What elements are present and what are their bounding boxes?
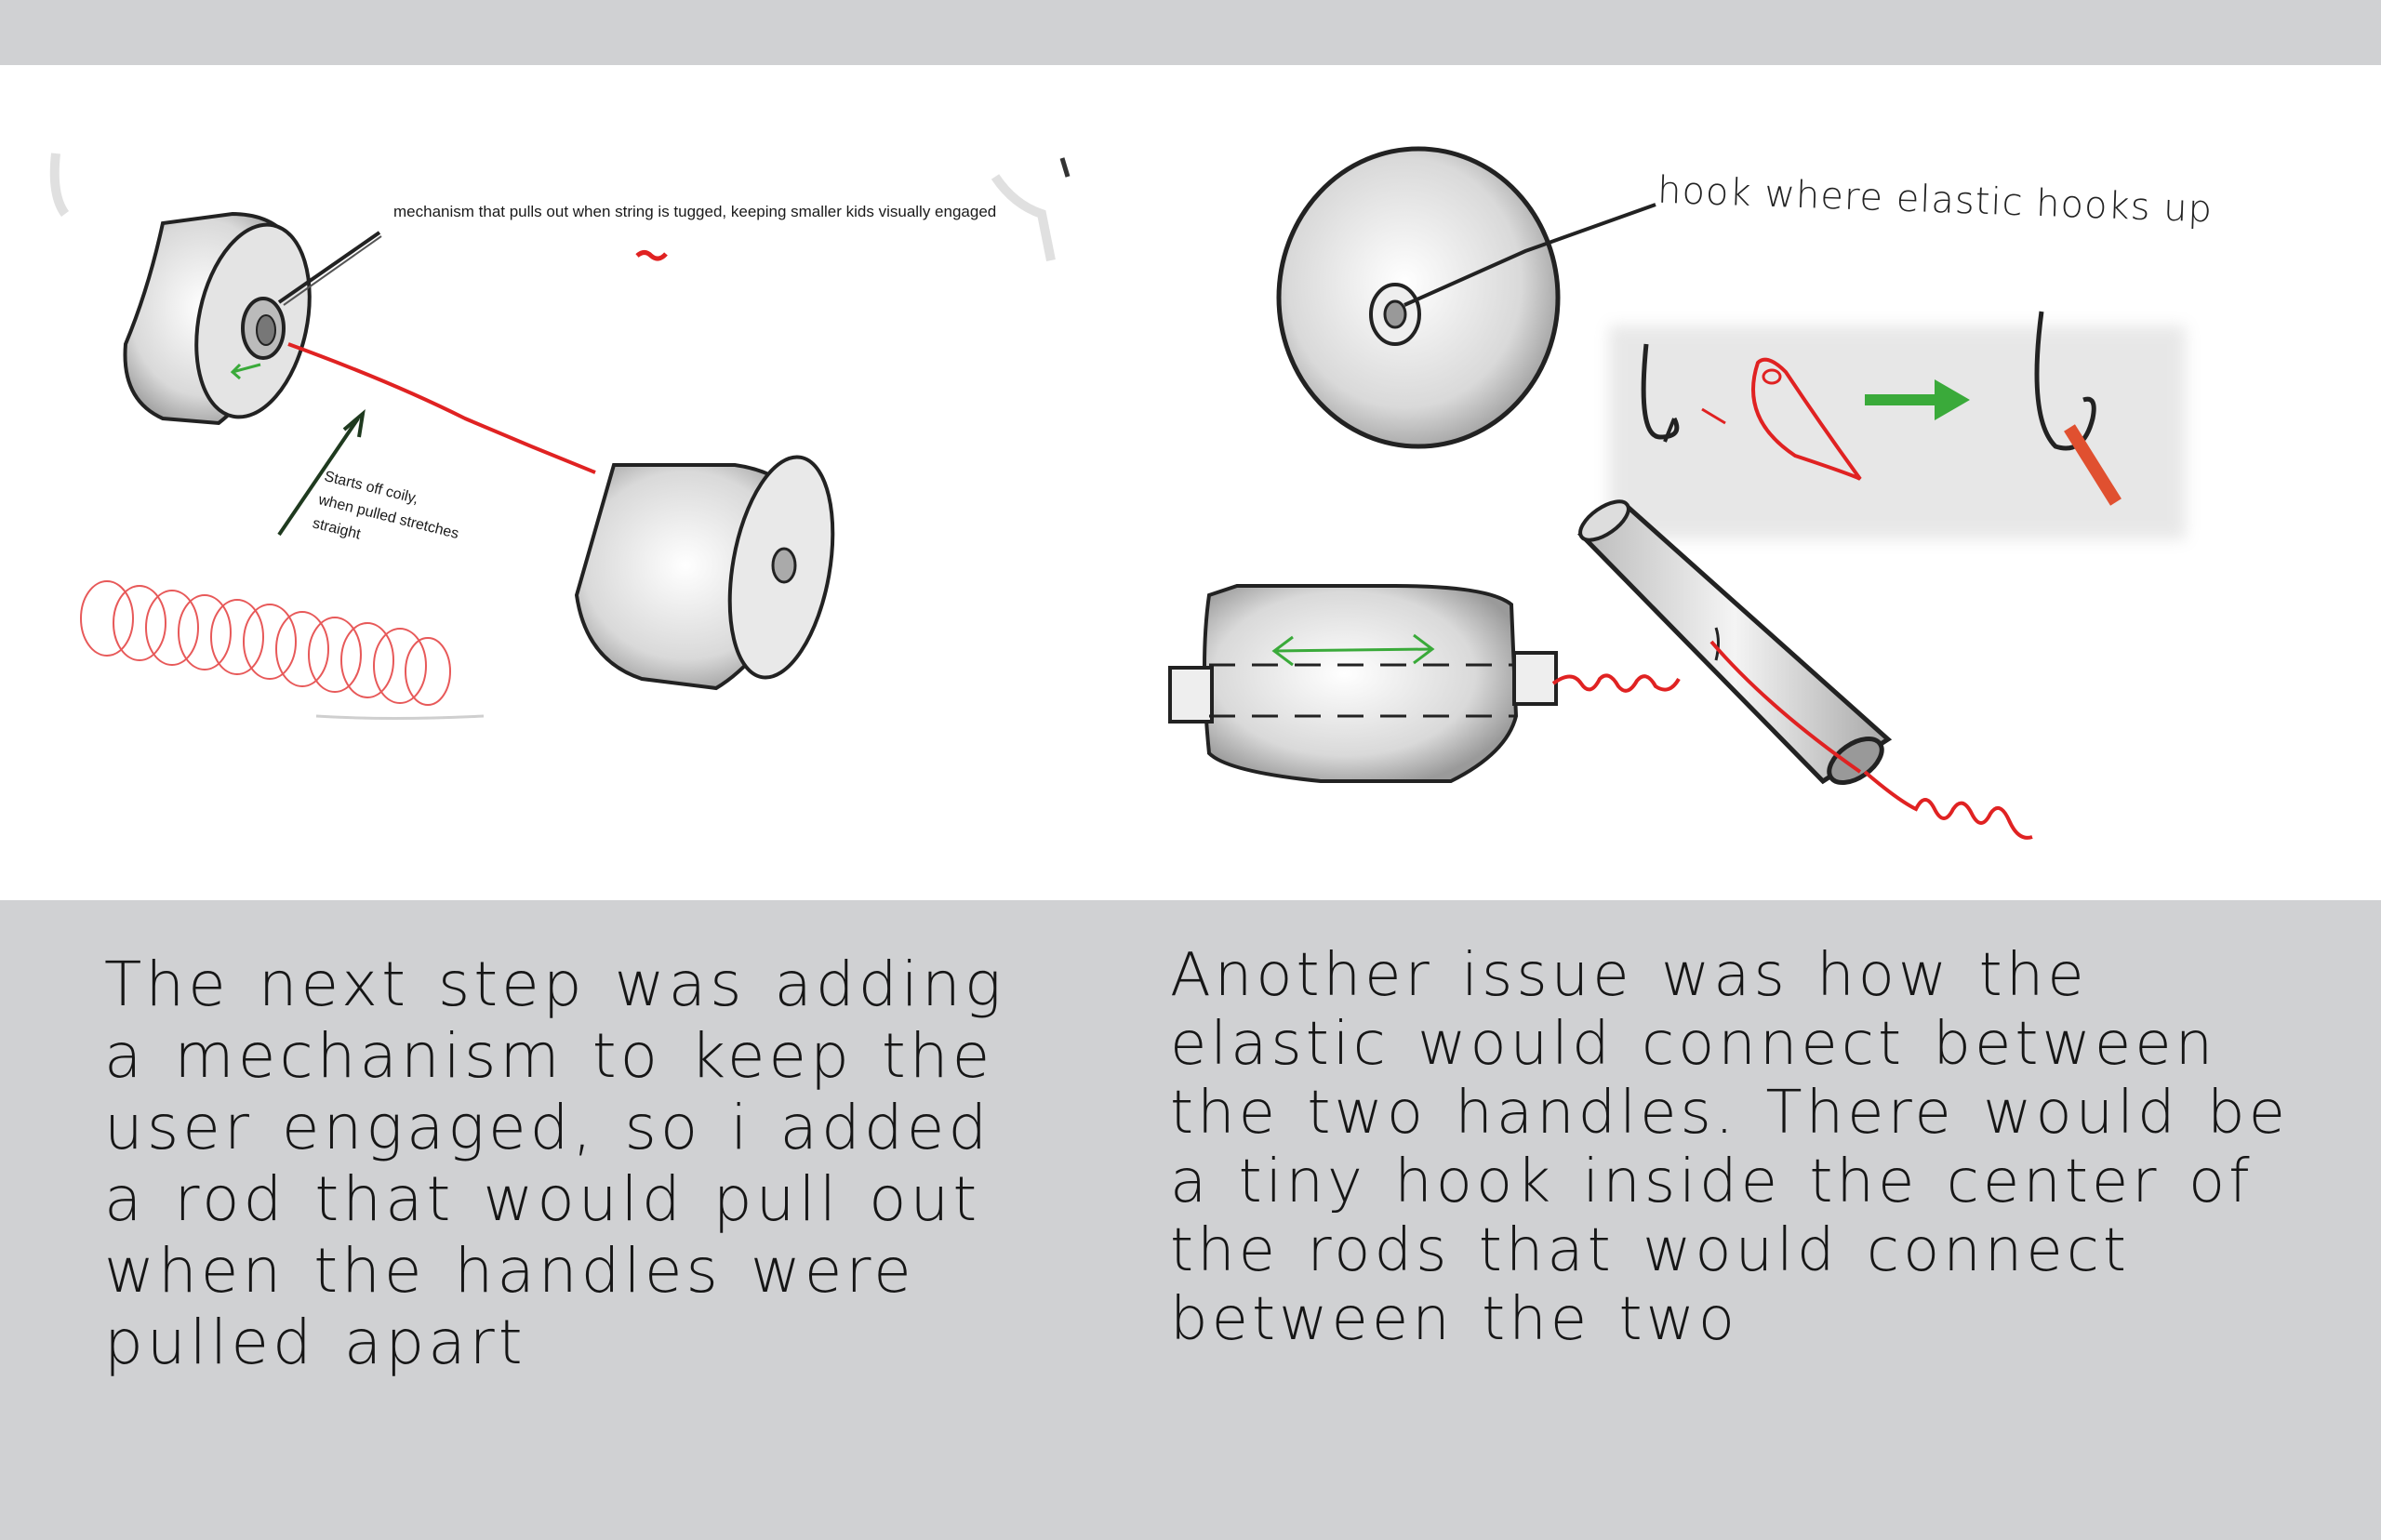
left-handle-sketch <box>123 211 312 426</box>
sketch-illustration <box>49 146 2186 840</box>
second-handle-sketch <box>574 455 835 691</box>
pull-rod-sketch <box>1576 499 2033 840</box>
sketch-panel: mechanism that pulls out when string is … <box>0 65 2381 900</box>
caption-left: The next step was adding a mechanism to … <box>104 949 1005 1378</box>
coil-sketch <box>80 580 451 706</box>
caption-right: Another issue was how the elastic would … <box>1170 941 2289 1354</box>
hook-detail-sketch <box>1609 311 2186 539</box>
mechanism-note: mechanism that pulls out when string is … <box>393 203 997 220</box>
barrel-handle-sketch <box>1168 584 1681 783</box>
top-margin-band <box>0 0 2381 65</box>
